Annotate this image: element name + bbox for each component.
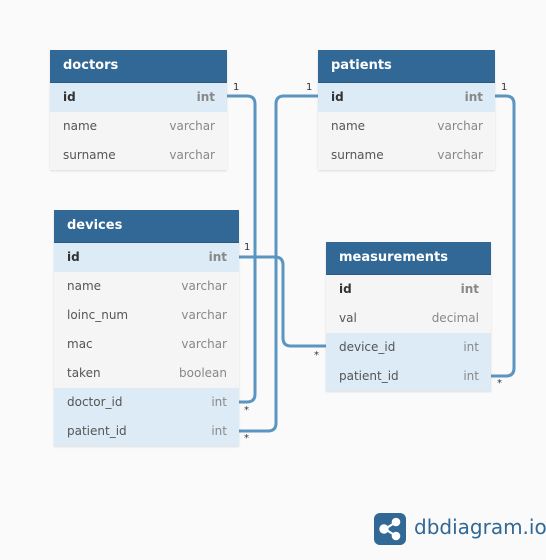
cardinality-many: *: [244, 405, 249, 416]
cardinality-one: 1: [306, 82, 313, 93]
field-row[interactable]: id int: [50, 83, 227, 112]
field-type: int: [208, 250, 227, 264]
field-name: id: [63, 90, 76, 104]
table-devices[interactable]: devices id int name varchar loinc_num va…: [54, 210, 239, 446]
field-row[interactable]: id int: [326, 275, 491, 304]
field-name: id: [339, 282, 352, 296]
field-name: loinc_num: [67, 308, 129, 322]
table-patients[interactable]: patients id int name varchar surname var…: [318, 50, 495, 170]
field-type: int: [196, 90, 215, 104]
field-name: name: [67, 279, 102, 293]
field-type: int: [211, 424, 227, 438]
brand-wordmark[interactable]: dbdiagram.io: [414, 515, 546, 539]
field-name: name: [63, 119, 98, 133]
field-type: varchar: [181, 337, 227, 351]
field-type: int: [464, 90, 483, 104]
cardinality-one: 1: [244, 242, 251, 253]
field-row[interactable]: surname varchar: [50, 141, 227, 170]
field-row[interactable]: mac varchar: [54, 330, 239, 359]
table-header[interactable]: devices: [54, 210, 239, 243]
cardinality-one: 1: [501, 82, 508, 93]
field-type: varchar: [169, 119, 215, 133]
field-type: int: [463, 340, 479, 354]
field-name: taken: [67, 366, 101, 380]
field-name: val: [339, 311, 357, 325]
field-type: boolean: [179, 366, 227, 380]
cardinality-many: *: [314, 350, 319, 361]
field-type: int: [460, 282, 479, 296]
field-name: surname: [63, 148, 116, 162]
field-name: doctor_id: [67, 395, 123, 409]
field-row[interactable]: name varchar: [50, 112, 227, 141]
field-row[interactable]: doctor_id int: [54, 388, 239, 417]
table-header[interactable]: patients: [318, 50, 495, 83]
cardinality-many: *: [497, 378, 502, 389]
field-type: varchar: [181, 308, 227, 322]
relation-devices-measurements: [237, 255, 328, 348]
field-row[interactable]: val decimal: [326, 304, 491, 333]
field-row[interactable]: device_id int: [326, 333, 491, 362]
field-row[interactable]: patient_id int: [54, 417, 239, 446]
field-name: surname: [331, 148, 384, 162]
field-type: int: [211, 395, 227, 409]
field-name: patient_id: [67, 424, 127, 438]
field-type: decimal: [431, 311, 479, 325]
field-type: varchar: [437, 148, 483, 162]
field-row[interactable]: loinc_num varchar: [54, 301, 239, 330]
cardinality-one: 1: [233, 82, 240, 93]
field-row[interactable]: name varchar: [54, 272, 239, 301]
table-measurements[interactable]: measurements id int val decimal device_i…: [326, 242, 491, 391]
field-name: id: [331, 90, 344, 104]
table-doctors[interactable]: doctors id int name varchar surname varc…: [50, 50, 227, 170]
field-row[interactable]: taken boolean: [54, 359, 239, 388]
field-type: varchar: [437, 119, 483, 133]
field-row[interactable]: id int: [318, 83, 495, 112]
field-row[interactable]: id int: [54, 243, 239, 272]
field-type: int: [463, 369, 479, 383]
field-row[interactable]: name varchar: [318, 112, 495, 141]
field-name: name: [331, 119, 366, 133]
relation-patients-devices: [237, 94, 321, 433]
field-type: varchar: [169, 148, 215, 162]
table-header[interactable]: doctors: [50, 50, 227, 83]
field-row[interactable]: surname varchar: [318, 141, 495, 170]
field-name: patient_id: [339, 369, 399, 383]
table-header[interactable]: measurements: [326, 242, 491, 275]
field-row[interactable]: patient_id int: [326, 362, 491, 391]
field-type: varchar: [181, 279, 227, 293]
field-name: id: [67, 250, 80, 264]
cardinality-many: *: [244, 433, 249, 444]
field-name: mac: [67, 337, 93, 351]
field-name: device_id: [339, 340, 396, 354]
share-nodes-icon[interactable]: [374, 513, 406, 545]
